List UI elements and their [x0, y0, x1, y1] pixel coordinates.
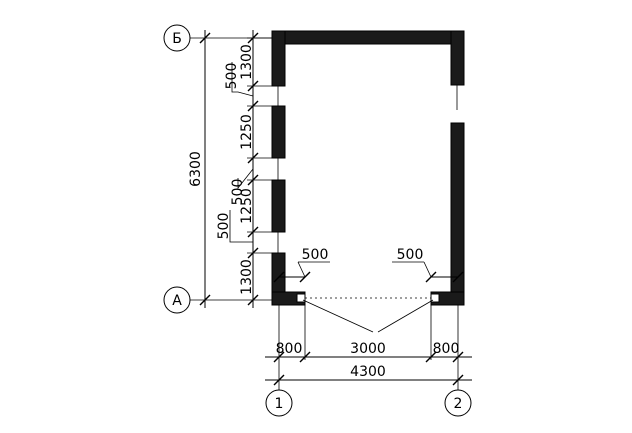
dim-v-1250-lower: 1250 [239, 188, 255, 224]
dim-overall-height-text: 6300 [188, 151, 204, 187]
dim-gate-right: 500 [392, 247, 464, 283]
axis-bubble-left: 1 [265, 389, 293, 417]
axis-lines [190, 37, 459, 390]
wall-left-segment-2 [271, 105, 286, 159]
gate [296, 293, 440, 333]
axis-bubble-top: Б [163, 24, 191, 52]
axis-bubble-bottom: А [163, 286, 191, 314]
axis-label-right: 2 [454, 396, 463, 412]
dim-overall-height: 6300 [188, 30, 211, 308]
axis-label-bottom: А [172, 293, 182, 309]
dim-gate-right-text: 500 [397, 247, 424, 263]
dim-v-500-lower: 500 [216, 213, 232, 240]
dim-chain-horizontal: 800 3000 800 [265, 341, 472, 363]
window-lines [277, 85, 458, 253]
wall-left-segment-3 [271, 179, 286, 233]
dim-seg-bottom-left: 800 [276, 341, 303, 357]
dim-v-1250-upper: 1250 [239, 114, 255, 150]
wall-right-upper [450, 30, 465, 86]
dim-chain-vertical: 1300 500 1250 500 1250 500 1300 [216, 30, 272, 308]
axis-label-left: 1 [275, 396, 284, 412]
dim-v-500-upper: 500 [224, 63, 240, 90]
dim-v-500-mid: 500 [230, 179, 246, 206]
gate-leaf-left [302, 299, 374, 333]
dim-gate-left: 500 [273, 247, 330, 283]
dim-v-top-1300: 1300 [239, 44, 255, 80]
dim-gate-left-text: 500 [302, 247, 329, 263]
dim-overall-width: 4300 [265, 364, 472, 386]
wall-top [271, 30, 465, 45]
dim-overall-width-text: 4300 [350, 364, 386, 380]
walls [271, 30, 465, 306]
dim-v-bottom-1300: 1300 [239, 259, 255, 295]
dim-seg-bottom-right: 800 [433, 341, 460, 357]
axis-label-top: Б [172, 31, 182, 47]
axis-bubble-right: 2 [444, 389, 472, 417]
wall-left-segment-1 [271, 30, 286, 87]
gate-leaf-right [377, 299, 434, 333]
dim-seg-opening: 3000 [350, 341, 386, 357]
